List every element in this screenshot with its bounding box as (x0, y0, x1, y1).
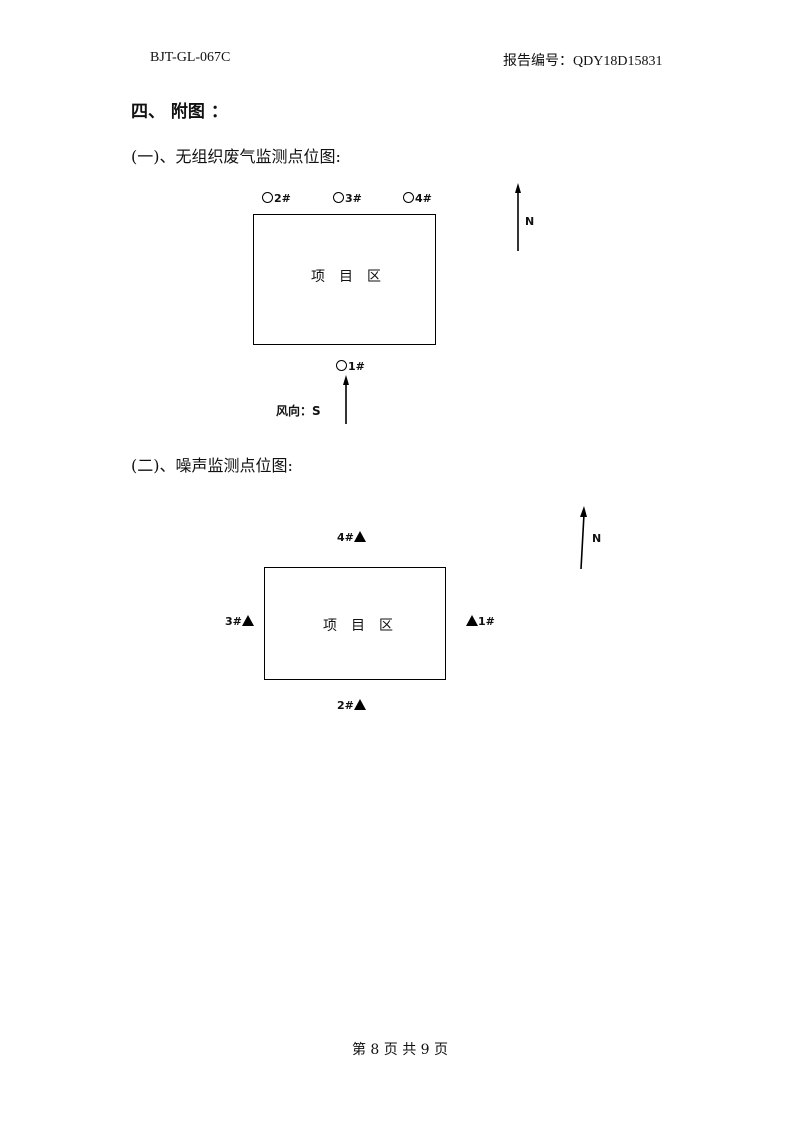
report-number: 报告编号：QDY18D15831 (503, 54, 663, 69)
fig2-point-2: 2# (337, 699, 366, 712)
fig2-heading: (二)、噪声监测点位图: (131, 456, 293, 475)
fig2-north-arrow-icon (580, 506, 587, 570)
noise-triangle-icon (353, 699, 366, 710)
fig1-point-2: 2# (262, 192, 291, 205)
page-footer: 第 8 页 共 9 页 (351, 1042, 449, 1058)
fig2-point-4: 4# (337, 531, 366, 544)
noise-triangle-icon (466, 615, 478, 626)
section-title: 四、 附图 ： (131, 102, 228, 122)
fig1-point-1: 1# (336, 360, 365, 373)
wind-arrow-icon (343, 375, 349, 424)
fig1-north-arrow-icon (515, 183, 521, 251)
fig2-north-label: N (592, 532, 602, 545)
monitor-circle-icon (403, 192, 414, 203)
wind-direction-label: 风向：S (276, 404, 321, 418)
noise-triangle-icon (353, 531, 366, 542)
monitor-circle-icon (262, 192, 273, 203)
fig1-heading: (一)、无组织废气监测点位图: (131, 147, 341, 166)
fig2-point-3: 3# (225, 615, 254, 628)
monitor-circle-icon (336, 360, 347, 371)
fig2-project-area-label: 项目区 (323, 618, 407, 634)
fig1-point-4: 4# (403, 192, 432, 205)
document-code: BJT-GL-067C (150, 50, 231, 65)
fig1-point-3: 3# (333, 192, 362, 205)
fig1-north-label: N (525, 215, 535, 228)
noise-triangle-icon (241, 615, 254, 626)
fig1-project-area-label: 项目区 (311, 269, 395, 285)
fig2-project-area-box (264, 567, 446, 680)
monitor-circle-icon (333, 192, 344, 203)
fig1-project-area-box (253, 214, 436, 345)
fig2-point-1: 1# (466, 615, 495, 628)
